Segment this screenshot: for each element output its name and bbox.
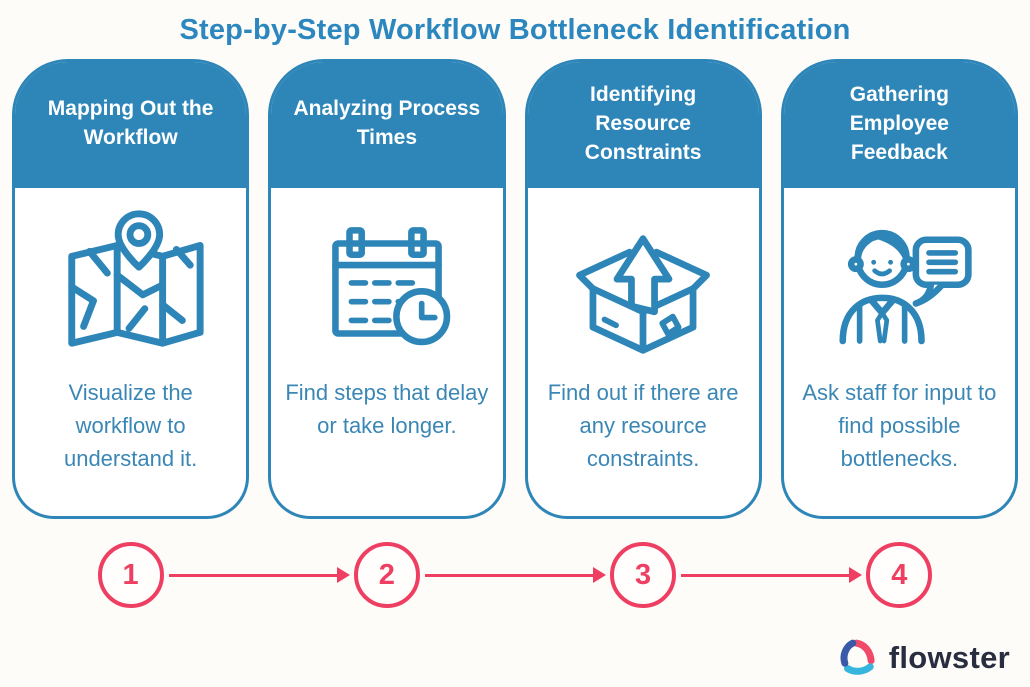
steps-card-row: Mapping Out the Workflow Visualize t bbox=[0, 59, 1030, 519]
person-speech-bubble-icon bbox=[839, 229, 973, 345]
brand-name: flowster bbox=[888, 640, 1010, 675]
card-analyzing-times: Analyzing Process Times Find steps that … bbox=[268, 59, 506, 519]
step-number-1: 1 bbox=[97, 542, 164, 608]
step-number-4: 4 bbox=[866, 542, 933, 608]
card-employee-feedback: Gathering Employee Feedback bbox=[780, 59, 1018, 519]
map-location-icon bbox=[67, 210, 204, 347]
card-resource-constraints: Identifying Resource Constraints Find ou… bbox=[524, 59, 762, 519]
open-box-arrow-icon bbox=[576, 235, 711, 354]
calendar-clock-icon bbox=[332, 227, 451, 346]
card-heading: Analyzing Process Times bbox=[271, 62, 503, 188]
card-mapping-workflow: Mapping Out the Workflow Visualize t bbox=[12, 59, 250, 519]
step-number-2: 2 bbox=[353, 542, 420, 608]
card-description: Find out if there are any resource const… bbox=[547, 380, 739, 471]
card-description: Ask staff for input to find possible bot… bbox=[802, 380, 997, 471]
step-number-row: 1 2 3 4 bbox=[0, 535, 1030, 615]
page-title: Step-by-Step Workflow Bottleneck Identif… bbox=[179, 14, 851, 46]
card-heading: Gathering Employee Feedback bbox=[783, 62, 1015, 188]
flowster-logo-icon bbox=[840, 639, 875, 675]
brand-logo: flowster bbox=[836, 637, 1010, 679]
card-description: Visualize the workflow to understand it. bbox=[63, 380, 198, 471]
card-heading: Identifying Resource Constraints bbox=[527, 62, 759, 188]
step-number-3: 3 bbox=[610, 542, 677, 608]
card-heading: Mapping Out the Workflow bbox=[15, 62, 247, 188]
card-description: Find steps that delay or take longer. bbox=[285, 380, 489, 438]
